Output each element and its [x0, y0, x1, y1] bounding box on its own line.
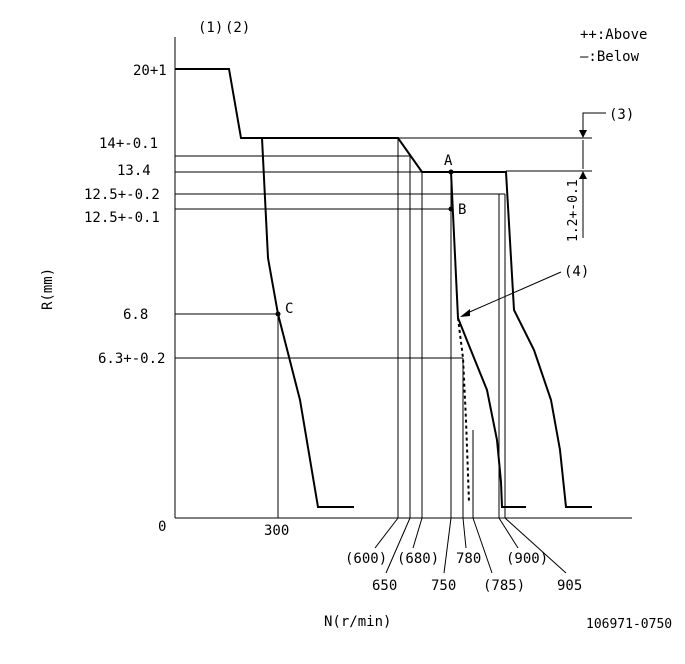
note-3-leader — [582, 112, 606, 134]
x-tick-300: 300 — [264, 523, 289, 539]
note-4-leader — [464, 271, 562, 315]
leader-680 — [412, 517, 423, 549]
curve-main — [175, 68, 592, 508]
curve-dashed — [457, 317, 470, 503]
x-tick-780: 780 — [456, 551, 481, 567]
x-tick-900: (900) — [506, 551, 548, 567]
origin-label: 0 — [158, 519, 166, 535]
y-tick-12-5-b: 12.5+-0.1 — [84, 210, 160, 226]
x-tick-600: (600) — [345, 551, 387, 567]
x-tick-680: (680) — [397, 551, 439, 567]
legend-above: ++:Above — [580, 27, 647, 43]
figure-id: 106971-0750 — [586, 617, 672, 632]
note-3-arrow — [579, 130, 587, 138]
point-c-label: C — [285, 301, 293, 317]
dim-label: 1.2+-0.1 — [566, 179, 581, 242]
point-b-label: B — [458, 202, 466, 218]
y-tick-12-5-a: 12.5+-0.2 — [84, 187, 160, 203]
leader-900 — [498, 517, 519, 549]
note-4-arrow — [460, 309, 470, 317]
note-4-label: (4) — [564, 264, 589, 280]
x-tick-750: 750 — [431, 578, 456, 594]
x-axis-label: N(r/min) — [324, 614, 391, 630]
y-axis-label: R(mm) — [40, 268, 56, 310]
x-tick-905: 905 — [557, 578, 582, 594]
leader-650 — [385, 517, 411, 574]
point-a-label: A — [444, 153, 453, 169]
y-tick-6-3: 6.3+-0.2 — [98, 351, 165, 367]
curve-right — [450, 171, 526, 508]
label-2: (2) — [225, 20, 250, 36]
note-3-label: (3) — [609, 107, 634, 123]
y-tick-6-8: 6.8 — [123, 307, 148, 323]
point-a-marker — [448, 169, 454, 175]
leader-785 — [472, 517, 493, 574]
leader-600 — [374, 517, 399, 549]
legend-below: —:Below — [580, 49, 640, 65]
point-b-marker — [448, 206, 454, 212]
x-tick-785: (785) — [483, 578, 525, 594]
curve-left — [261, 137, 354, 508]
point-c-marker — [275, 311, 281, 317]
leader-780 — [462, 517, 467, 549]
label-1: (1) — [198, 20, 223, 36]
y-tick-14: 14+-0.1 — [99, 136, 158, 152]
dim-arrow-up — [579, 171, 587, 179]
x-tick-650: 650 — [372, 578, 397, 594]
y-tick-13-4: 13.4 — [117, 163, 151, 179]
y-tick-20: 20+1 — [133, 63, 167, 79]
leader-905 — [504, 517, 567, 574]
leader-750 — [443, 517, 452, 574]
